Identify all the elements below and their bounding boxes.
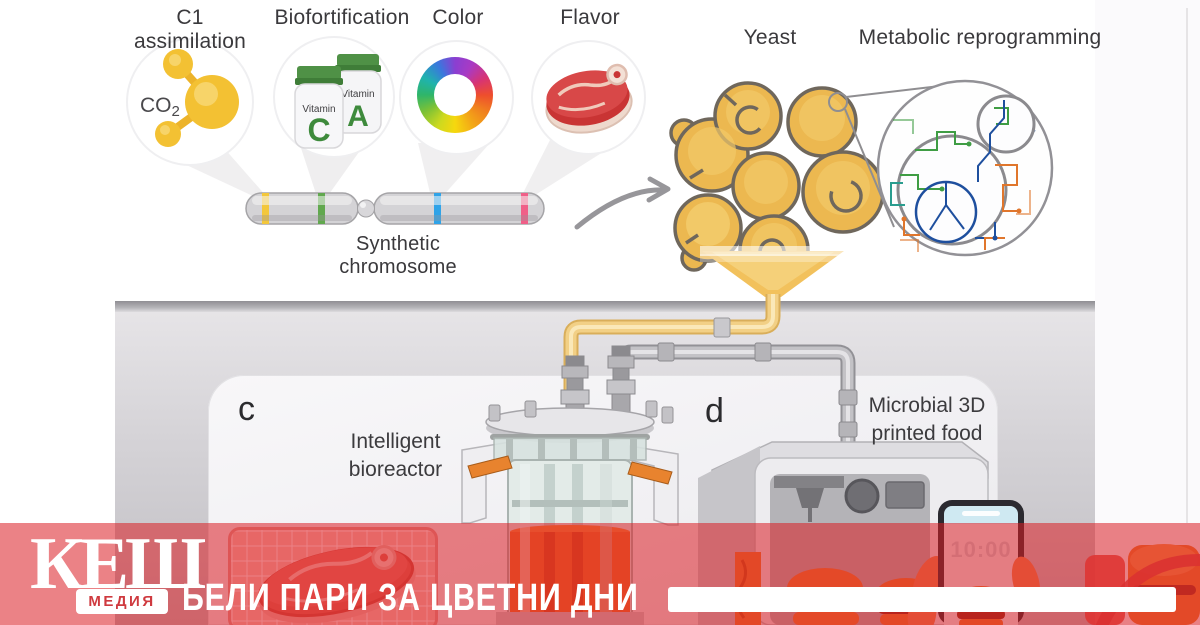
label-synthetic-chromosome: Synthetic chromosome [339, 233, 457, 278]
feature-circle-c1-assimilation: CO2 [126, 38, 254, 166]
headline-text: БЕЛИ ПАРИ ЗА ЦВЕТНИ ДНИ [182, 577, 639, 619]
bottle-letter: C [307, 112, 330, 148]
bottle-brand: Vitamin [341, 89, 374, 100]
panel-letter-d: d [705, 392, 724, 430]
logo-media-badge: МЕДИЯ [76, 589, 168, 614]
yellow-pipe [563, 294, 781, 392]
arrow-icon [574, 176, 671, 230]
label-flavor: Flavor [560, 6, 620, 29]
background-edge-line [1186, 8, 1188, 523]
label-intelligent-bioreactor: Intelligent bioreactor [348, 430, 443, 481]
synthetic-chromosome-icon [245, 192, 545, 225]
background-right-strip [1095, 0, 1200, 625]
vitamin-bottles-icon: Vitamin A Vitamin C [294, 54, 382, 149]
background-divider-band [115, 301, 1095, 313]
label-metabolic-reprogramming: Metabolic reprogramming [858, 26, 1102, 49]
co2-formula: CO2 [140, 94, 180, 120]
label-microbial-3d-printed-food: Microbial 3D printed food [868, 394, 986, 445]
feature-circle-flavor [531, 40, 646, 155]
feature-circle-biofortification: Vitamin A Vitamin C [273, 36, 395, 158]
headline-white-bar [668, 587, 1176, 612]
co2-molecule-icon: CO2 [140, 49, 239, 147]
color-wheel-hole [434, 74, 476, 116]
steak-icon [545, 63, 633, 134]
label-color: Color [432, 6, 484, 29]
funnel-icon [700, 246, 846, 297]
bottle-brand: Vitamin [302, 104, 335, 115]
bottle-letter: A [347, 100, 369, 133]
news-banner-overlay: КЕШ МЕДИЯ БЕЛИ ПАРИ ЗА ЦВЕТНИ ДНИ [0, 523, 1200, 625]
label-biofortification: Biofortification [274, 6, 410, 29]
label-c1-assimilation: C1 assimilation [133, 6, 247, 53]
panel-letter-c: c [238, 390, 255, 428]
magnifier-circuit-cell-icon [828, 79, 1054, 257]
label-yeast: Yeast [743, 26, 797, 49]
gray-pipe [613, 342, 858, 452]
